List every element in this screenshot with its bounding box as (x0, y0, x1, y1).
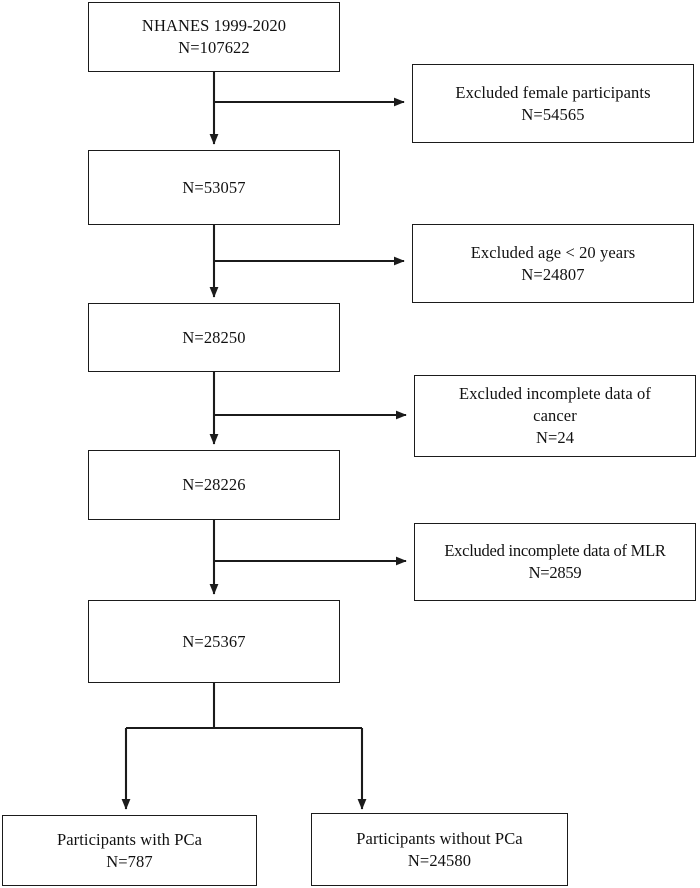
stage2-count: N=28250 (182, 327, 246, 347)
exclusion-age-count: N=24807 (521, 264, 585, 284)
node-exclusion-mlr-data: Excluded incomplete data of MLR N=2859 (414, 523, 696, 601)
node-exclusion-female: Excluded female participants N=54565 (412, 64, 694, 143)
exclusion-mlr-count: N=2859 (528, 563, 582, 582)
node-exclusion-age: Excluded age < 20 years N=24807 (412, 224, 694, 303)
exclusion-cancer-reason-line1: Excluded incomplete data of (459, 384, 651, 404)
node-outcome-without-pca: Participants without PCa N=24580 (311, 813, 568, 886)
stage1-count: N=53057 (182, 177, 246, 197)
node-outcome-with-pca: Participants with PCa N=787 (2, 815, 257, 886)
stage3-count: N=28226 (182, 475, 246, 495)
node-stage-after-age-exclusion: N=28250 (88, 303, 340, 372)
outcome-without-pca-count: N=24580 (407, 850, 472, 870)
exclusion-cancer-reason-line2: cancer (533, 406, 577, 426)
node-source-cohort: NHANES 1999-2020 N=107622 (88, 2, 340, 72)
node-stage-final-analytic-sample: N=25367 (88, 600, 340, 683)
node-stage-after-cancer-data-exclusion: N=28226 (88, 450, 340, 520)
source-cohort-count: N=107622 (178, 38, 250, 57)
exclusion-age-reason: Excluded age < 20 years (470, 242, 636, 262)
outcome-with-pca-label: Participants with PCa (56, 829, 203, 849)
exclusion-cancer-count: N=24 (535, 427, 575, 447)
outcome-without-pca-label: Participants without PCa (356, 828, 523, 848)
node-stage-after-female-exclusion: N=53057 (88, 150, 340, 225)
exclusion-female-reason: Excluded female participants (455, 82, 651, 102)
source-cohort-title: NHANES 1999-2020 (141, 16, 287, 36)
node-exclusion-cancer-data: Excluded incomplete data of cancer N=24 (414, 375, 696, 457)
stage4-count: N=25367 (182, 631, 246, 651)
outcome-with-pca-count: N=787 (106, 851, 153, 871)
exclusion-mlr-reason: Excluded incomplete data of MLR (444, 541, 666, 561)
exclusion-female-count: N=54565 (521, 104, 585, 124)
